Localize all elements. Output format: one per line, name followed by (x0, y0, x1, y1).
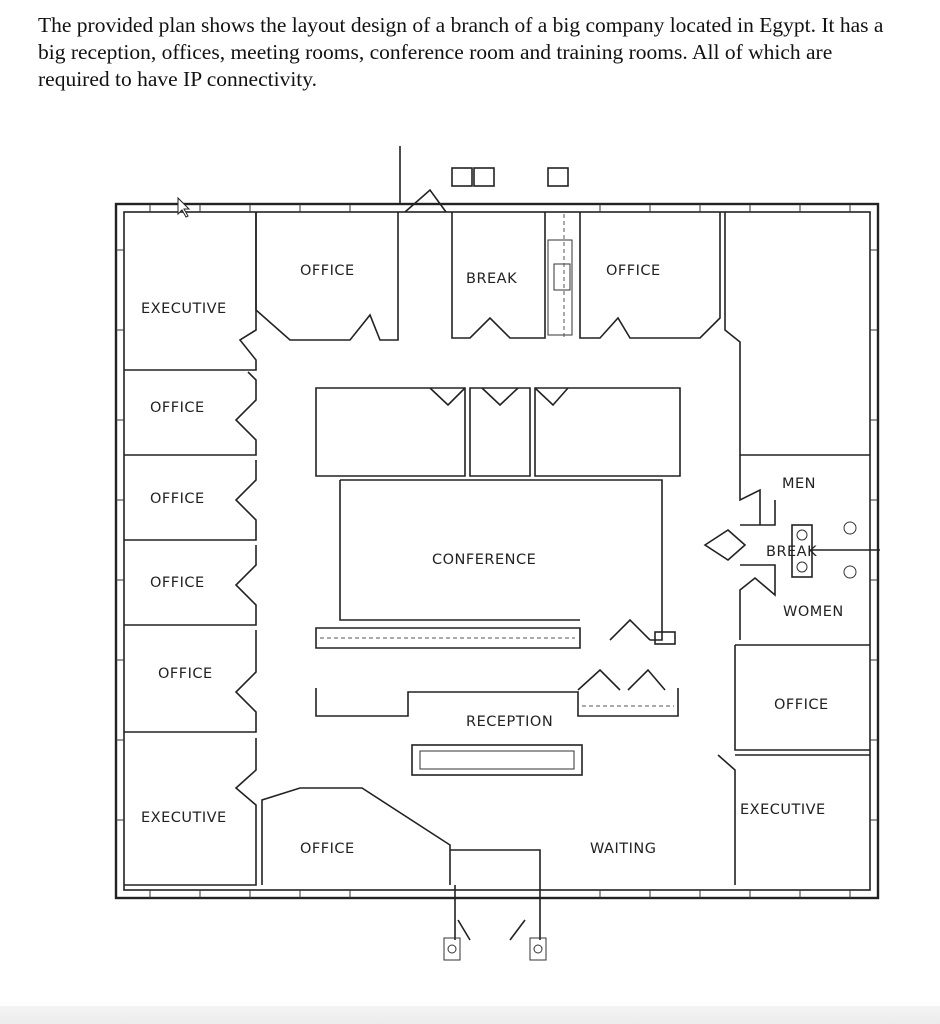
label-office-top-2: OFFICE (606, 263, 661, 279)
bottom-rooms (261, 787, 547, 961)
label-office-left-4: OFFICE (158, 666, 213, 682)
bottom-bar (0, 1006, 940, 1024)
outer-walls (114, 202, 880, 900)
label-executive-bottom-left: EXECUTIVE (141, 810, 227, 826)
left-rooms (124, 212, 257, 886)
label-conference: CONFERENCE (432, 552, 536, 568)
label-break-top: BREAK (466, 271, 517, 287)
intro-paragraph: The provided plan shows the layout desig… (38, 13, 884, 91)
label-office-bottom: OFFICE (300, 841, 355, 857)
label-office-left-3: OFFICE (150, 575, 205, 591)
room-labels: EXECUTIVE OFFICE BREAK OFFICE OFFICE OFF… (141, 263, 844, 857)
cursor-icon (177, 196, 191, 218)
label-reception: RECEPTION (466, 714, 553, 730)
label-office-left-2: OFFICE (150, 491, 205, 507)
label-office-top-1: OFFICE (300, 263, 355, 279)
center-rooms (315, 387, 681, 776)
label-executive-bottom-right: EXECUTIVE (740, 802, 826, 818)
top-rooms (255, 212, 870, 456)
label-men: MEN (782, 476, 816, 492)
label-office-right: OFFICE (774, 697, 829, 713)
label-women: WOMEN (783, 604, 844, 620)
label-office-left-1: OFFICE (150, 400, 205, 416)
label-waiting: WAITING (590, 841, 656, 857)
label-executive-top-left: EXECUTIVE (141, 301, 227, 317)
right-rooms (703, 455, 880, 885)
label-break-right: BREAK (766, 544, 817, 560)
top-entrance (399, 146, 569, 213)
